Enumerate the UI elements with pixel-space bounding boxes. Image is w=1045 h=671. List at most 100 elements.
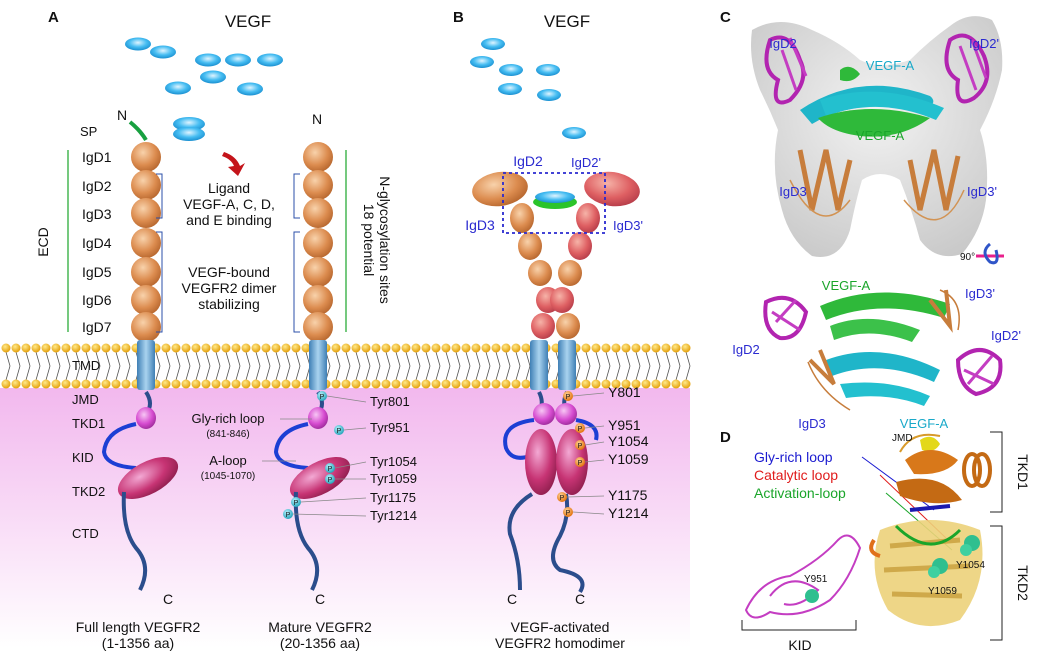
lipid-head: [241, 379, 251, 389]
lipid-tail: [125, 351, 131, 367]
lipid-head: [161, 343, 171, 353]
lipid-tail: [365, 351, 371, 367]
lipid-head: [521, 343, 531, 353]
ig-domain-6: [303, 285, 333, 315]
phospho-site-label: Tyr951: [370, 420, 410, 435]
lipid-head: [1, 379, 11, 389]
lipid-head: [201, 379, 211, 389]
lipid-head: [231, 343, 241, 353]
lipid-head: [401, 379, 411, 389]
lipid-tail: [575, 351, 581, 367]
igd4-right: [568, 232, 592, 260]
lipid-head: [391, 379, 401, 389]
phospho-letter: P: [578, 460, 583, 467]
phospho-dot: [563, 391, 573, 401]
phospho-site-label: Tyr1214: [370, 508, 417, 523]
lipid-head: [81, 343, 91, 353]
dimer-text-1: VEGF-bound: [188, 264, 270, 280]
c-top-igd3: IgD3: [779, 184, 806, 199]
lipid-head: [31, 343, 41, 353]
b-igd2p-label: IgD2': [571, 155, 601, 170]
phospho-letter: P: [578, 426, 583, 433]
lipid-tail: [505, 351, 511, 367]
b-igd3-label: IgD3: [465, 217, 495, 233]
lipid-head: [631, 379, 641, 389]
lipid-head: [21, 343, 31, 353]
lipid-tail: [205, 365, 211, 381]
lipid-tail: [365, 365, 371, 381]
phospho-leader: [572, 392, 605, 397]
lipid-head: [491, 379, 501, 389]
ctd-tail: [121, 491, 148, 591]
tm-right: [558, 340, 576, 390]
lipid-head: [281, 343, 291, 353]
lipid-head: [221, 379, 231, 389]
tkd2-left: [525, 429, 557, 495]
lipid-head: [451, 379, 461, 389]
panel-d-letter: D: [720, 429, 731, 446]
transmembrane-helix: [309, 340, 327, 390]
caption-full-length-2: (1-1356 aa): [102, 635, 174, 651]
ig-domain-1: [131, 142, 161, 172]
lipid-tail: [165, 351, 171, 367]
lipid-head: [491, 343, 501, 353]
dimer-text-2: VEGFR2 dimer: [182, 280, 277, 296]
lipid-head: [611, 379, 621, 389]
d-activation-label: Activation-loop: [754, 485, 846, 501]
caption-mature-1: Mature VEGFR2: [268, 619, 372, 635]
dimer-bracket-right: [293, 231, 300, 333]
lipid-tail: [335, 351, 341, 367]
c-terminus-right: C: [315, 591, 325, 607]
lipid-tail: [575, 365, 581, 381]
lipid-head: [411, 379, 421, 389]
d-catalytic-label: Catalytic loop: [754, 467, 838, 483]
lipid-head: [271, 343, 281, 353]
c-bottom-igd2p: IgD2': [991, 328, 1021, 343]
phospho-letter: P: [566, 394, 571, 401]
tm-left: [530, 340, 548, 390]
ig-domain-7: [131, 312, 161, 342]
lipid-head: [441, 343, 451, 353]
lipid-tail: [235, 351, 241, 367]
lipid-head: [51, 379, 61, 389]
lipid-head: [241, 343, 251, 353]
lipid-tail: [475, 351, 481, 367]
ctd-label: CTD: [72, 526, 99, 541]
d-tkd1-label: TKD1: [1015, 454, 1031, 490]
tkd1-right: [555, 403, 577, 425]
ig-domain-3: [303, 198, 333, 228]
transmembrane-helix: [137, 340, 155, 390]
lipid-tail: [75, 365, 81, 381]
c-bottom-vegfa-2: VEGF-A: [900, 416, 949, 431]
lipid-head: [81, 379, 91, 389]
phospho-dot: [575, 457, 585, 467]
tkd2-domain: [117, 457, 179, 499]
lipid-tail: [5, 351, 11, 367]
panel-b-vegf-label: VEGF: [544, 12, 590, 31]
lipid-head: [11, 343, 21, 353]
lipid-tail: [655, 365, 661, 381]
c-bottom-igd2: IgD2: [732, 342, 759, 357]
lipid-tail: [285, 365, 291, 381]
lipid-tail: [485, 365, 491, 381]
c-bottom-vegfa-1: VEGF-A: [822, 278, 871, 293]
ig-domain-label: IgD5: [82, 264, 112, 280]
lipid-head: [351, 379, 361, 389]
phospho-dot: [317, 391, 327, 401]
lipid-tail: [15, 365, 21, 381]
d-y1059-label: Y1059: [928, 586, 957, 597]
lipid-tail: [155, 351, 161, 367]
lipid-tail: [595, 365, 601, 381]
lipid-head: [471, 343, 481, 353]
lipid-tail: [675, 351, 681, 367]
lipid-head: [681, 379, 691, 389]
lipid-head: [31, 379, 41, 389]
panel-a-letter: A: [48, 9, 59, 26]
kid-left: [503, 418, 535, 460]
igd3-right: [576, 203, 600, 233]
igd2-right: [584, 171, 640, 207]
phospho-dot: [325, 463, 335, 473]
b-igd2-label: IgD2: [513, 153, 543, 169]
